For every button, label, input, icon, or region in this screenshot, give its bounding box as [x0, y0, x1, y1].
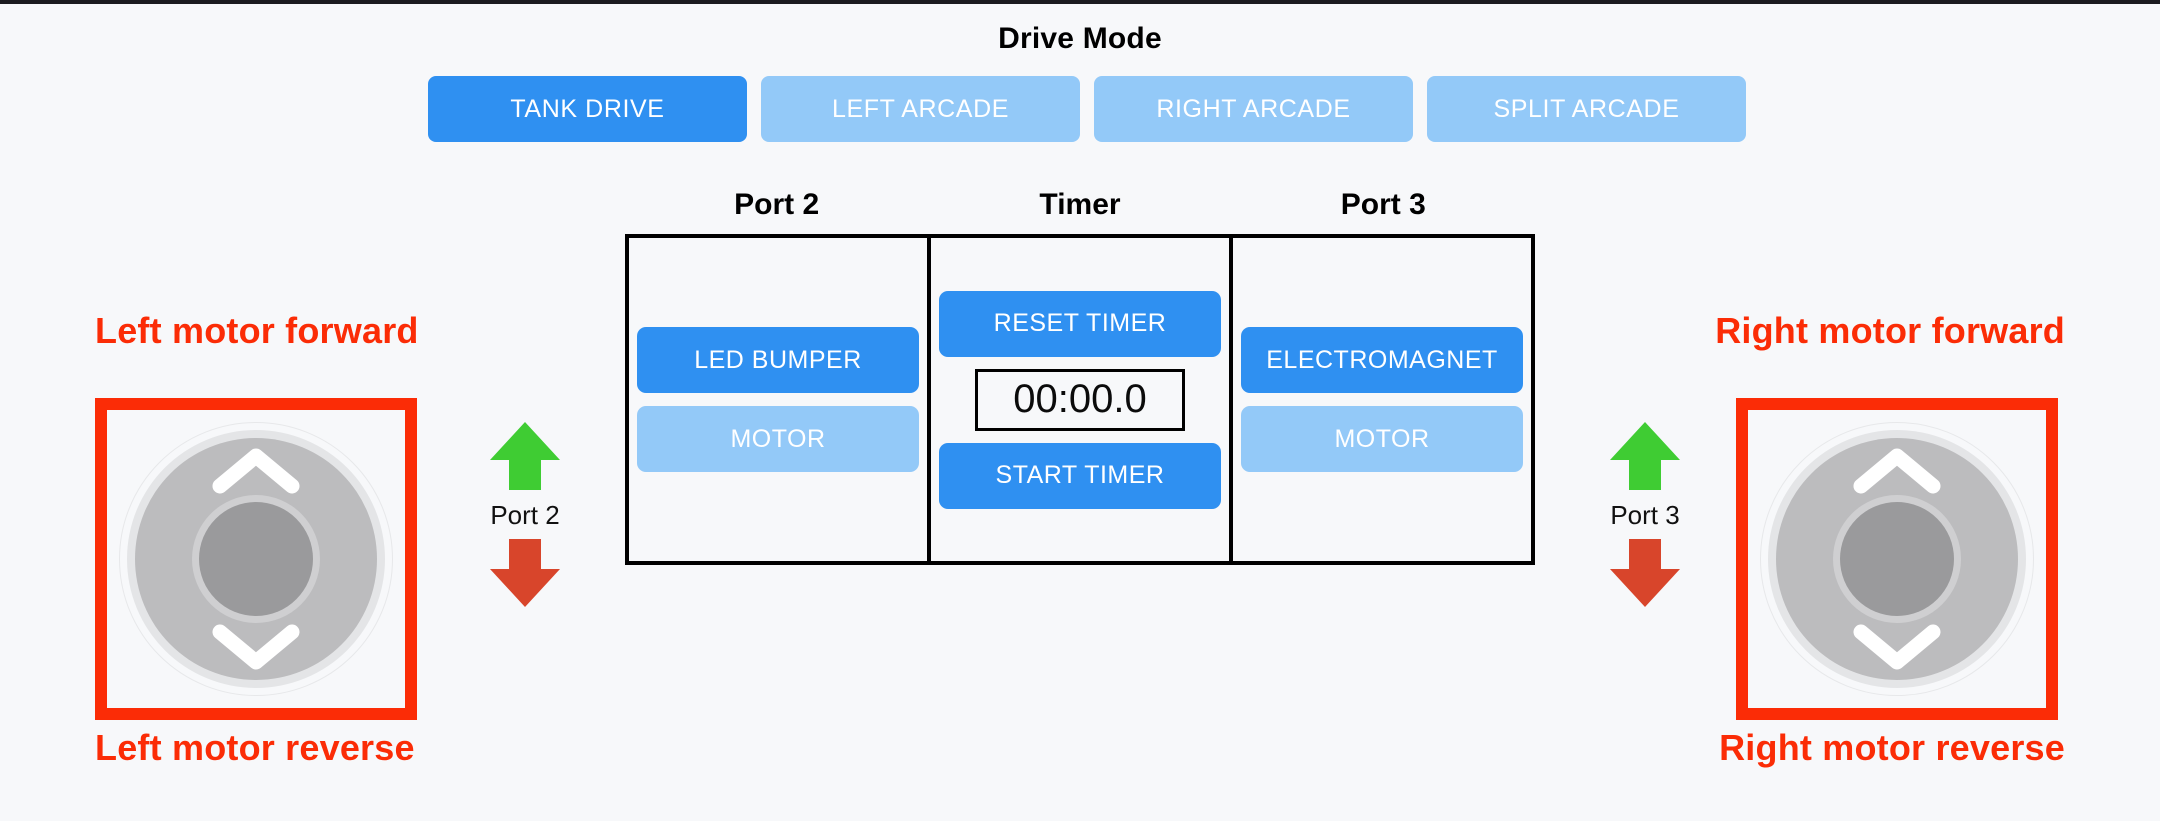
panel-label-port2: Port 2 [734, 188, 820, 221]
left-motor-forward-annotation: Left motor forward [95, 310, 419, 351]
left-motor-reverse-annotation: Left motor reverse [95, 727, 415, 768]
right-joystick[interactable] [1760, 422, 2034, 696]
arrow-down-icon [1608, 537, 1682, 609]
panel-column-port3: ELECTROMAGNET MOTOR [1229, 238, 1531, 561]
timer-display: 00:00.0 [975, 368, 1185, 431]
left-joystick-highlight [95, 398, 417, 720]
chevron-down-icon[interactable] [1851, 624, 1943, 670]
right-motor-reverse-annotation: Right motor reverse [1719, 727, 2065, 768]
joystick-outer-ring [1760, 422, 2034, 696]
led-bumper-button[interactable]: LED BUMPER [637, 327, 919, 393]
panel-label-port3: Port 3 [1340, 188, 1426, 221]
drive-mode-left-arcade-button[interactable]: LEFT ARCADE [761, 76, 1080, 142]
electromagnet-button[interactable]: ELECTROMAGNET [1241, 327, 1523, 393]
left-port-indicator: Port 2 [470, 420, 580, 609]
drive-mode-title: Drive Mode [998, 22, 1162, 55]
reset-timer-button[interactable]: RESET TIMER [939, 290, 1221, 357]
chevron-up-icon[interactable] [210, 448, 302, 494]
start-timer-button[interactable]: START TIMER [939, 442, 1221, 509]
arrow-up-icon [488, 420, 562, 492]
drive-mode-right-arcade-button[interactable]: RIGHT ARCADE [1094, 76, 1413, 142]
arrow-up-icon [1608, 420, 1682, 492]
drive-mode-split-arcade-button[interactable]: SPLIT ARCADE [1427, 76, 1746, 142]
left-port-label: Port 2 [490, 500, 560, 530]
right-joystick-highlight [1736, 398, 2058, 720]
joystick-knob[interactable] [199, 502, 313, 616]
left-joystick[interactable] [119, 422, 393, 696]
port2-motor-button[interactable]: MOTOR [637, 406, 919, 472]
panel-column-port2: LED BUMPER MOTOR [629, 238, 927, 561]
panel-label-timer: Timer [1039, 188, 1121, 221]
timer-controls: RESET TIMER 00:00.0 START TIMER [939, 290, 1221, 509]
left-joystick-box[interactable] [95, 398, 417, 720]
arrow-down-icon [488, 537, 562, 609]
control-panel: LED BUMPER MOTOR RESET TIMER 00:00.0 STA… [625, 234, 1535, 565]
joystick-outer-ring [119, 422, 393, 696]
window-top-bar [0, 0, 2160, 4]
joystick-knob[interactable] [1840, 502, 1954, 616]
port3-motor-button[interactable]: MOTOR [1241, 406, 1523, 472]
panel-column-timer: RESET TIMER 00:00.0 START TIMER [927, 238, 1229, 561]
right-motor-forward-annotation: Right motor forward [1715, 310, 2065, 351]
chevron-down-icon[interactable] [210, 624, 302, 670]
drive-mode-button-group: TANK DRIVE LEFT ARCADE RIGHT ARCADE SPLI… [428, 76, 1746, 142]
right-port-indicator: Port 3 [1590, 420, 1700, 609]
right-joystick-box[interactable] [1736, 398, 2058, 720]
panel-column-labels: Port 2 Timer Port 3 [625, 188, 1535, 228]
chevron-up-icon[interactable] [1851, 448, 1943, 494]
right-port-label: Port 3 [1610, 500, 1680, 530]
drive-mode-tank-drive-button[interactable]: TANK DRIVE [428, 76, 747, 142]
